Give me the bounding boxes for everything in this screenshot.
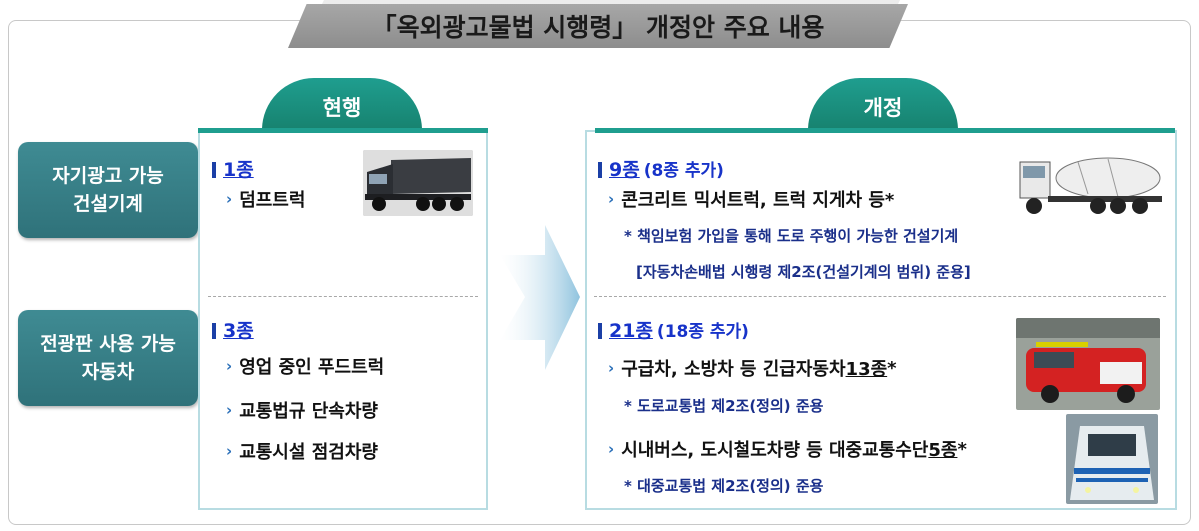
row-label-vehicle: 전광판 사용 가능 자동차	[18, 310, 198, 406]
truck-icon	[363, 150, 473, 216]
list-item: › 영업 중인 푸드트럭	[226, 353, 384, 379]
chevron-right-icon: ›	[608, 190, 615, 208]
row-label-line: 자기광고 가능	[52, 164, 164, 187]
page-title: 「옥외광고물법 시행령」 개정안 주요 내용	[288, 4, 908, 48]
fire-truck-image	[1016, 318, 1160, 410]
item-star: *	[957, 438, 967, 460]
item-text: 시내버스, 도시철도차량 등 대중교통수단	[621, 440, 929, 461]
chevron-right-icon: ›	[608, 359, 615, 377]
item-text: 교통법규 단속차량	[239, 401, 378, 422]
footnote: [자동차손배법 시행령 제2조(건설기계의 범위) 준용]	[636, 263, 971, 281]
chevron-right-icon: ›	[608, 440, 615, 458]
chevron-right-icon: ›	[226, 442, 233, 460]
current-panel-bar	[198, 128, 488, 133]
chevron-right-icon: ›	[226, 357, 233, 375]
count-value: 3종	[223, 320, 254, 342]
row-label-construction: 자기광고 가능 건설기계	[18, 142, 198, 238]
count-value: 21종	[609, 320, 653, 342]
fire-truck-icon	[1016, 318, 1160, 410]
train-icon	[1066, 414, 1158, 504]
row-label-line: 전광판 사용 가능	[40, 332, 176, 355]
chevron-right-icon: ›	[226, 401, 233, 419]
chevron-right-icon: ›	[226, 190, 233, 208]
added-count: (8종 추가)	[643, 161, 724, 181]
revised-count-1: 9종 (8종 추가)	[598, 155, 724, 182]
truck-icon	[1018, 148, 1166, 218]
subway-train-image	[1066, 414, 1158, 504]
list-item: › 구급차, 소방차 등 긴급자동차 13종 *	[608, 355, 897, 381]
section-marker	[212, 323, 216, 339]
item-text: 영업 중인 푸드트럭	[239, 357, 385, 378]
dump-truck-image	[363, 150, 473, 216]
divider	[208, 296, 478, 297]
section-marker	[598, 323, 602, 339]
item-text: 구급차, 소방차 등 긴급자동차	[621, 359, 846, 380]
list-item: › 콘크리트 믹서트럭, 트럭 지게차 등*	[608, 186, 894, 212]
list-item: › 교통법규 단속차량	[226, 397, 378, 423]
arrow-right-icon	[500, 225, 580, 370]
mixer-truck-image	[1018, 148, 1166, 218]
footnote: * 대중교통법 제2조(정의) 준용	[624, 477, 824, 495]
item-count: 13종	[845, 359, 888, 380]
revised-count-2: 21종 (18종 추가)	[598, 316, 749, 343]
row-label-line: 건설기계	[73, 193, 143, 215]
divider	[594, 296, 1166, 297]
added-count: (18종 추가)	[656, 322, 749, 342]
count-value: 9종	[609, 159, 640, 181]
footnote: * 책임보험 가입을 통해 도로 주행이 가능한 건설기계	[624, 227, 959, 245]
revised-heading: 개정	[808, 78, 958, 130]
current-count-1: 1종	[212, 155, 254, 182]
revised-panel-bar	[595, 128, 1175, 133]
footnote: * 도로교통법 제2조(정의) 준용	[624, 397, 824, 415]
item-text: 콘크리트 믹서트럭, 트럭 지게차 등*	[621, 190, 895, 211]
current-count-2: 3종	[212, 316, 254, 343]
row-label-line: 자동차	[81, 361, 135, 383]
item-text: 교통시설 점검차량	[239, 442, 378, 463]
section-marker	[212, 162, 216, 178]
item-text: 덤프트럭	[239, 190, 306, 211]
section-marker	[598, 162, 602, 178]
item-star: *	[887, 357, 897, 379]
list-item: › 교통시설 점검차량	[226, 438, 378, 464]
item-count: 5종	[928, 440, 958, 461]
count-value: 1종	[223, 159, 254, 181]
list-item: › 덤프트럭	[226, 186, 305, 212]
current-heading: 현행	[262, 78, 422, 130]
list-item: › 시내버스, 도시철도차량 등 대중교통수단 5종 *	[608, 436, 967, 462]
